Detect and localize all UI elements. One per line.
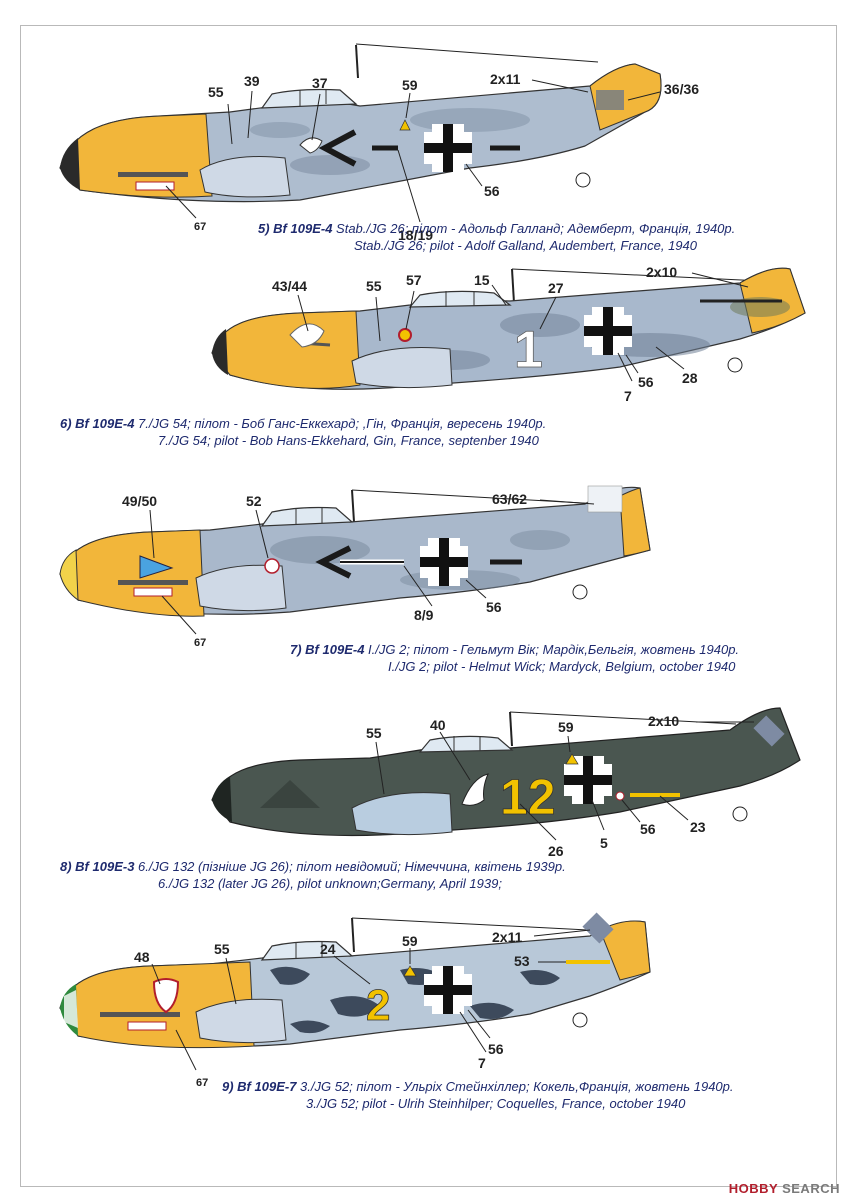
callout-9-24: 24	[320, 941, 336, 957]
callout-6-28: 28	[682, 370, 698, 386]
caption-8-en: 6./JG 132 (later JG 26), pilot unknown;G…	[158, 876, 502, 891]
callout-7-63-62: 63/62	[492, 491, 527, 507]
callout-9-56: 56	[488, 1041, 504, 1057]
callout-7-49-50: 49/50	[122, 493, 157, 509]
balkenkreuz-7	[420, 538, 468, 586]
caption-5-number: 5) Bf 109E-4	[258, 221, 333, 236]
aircraft-profile-8: 12 55 40 59 2x10 26 5 56 23	[211, 707, 801, 859]
callout-6-7: 7	[624, 388, 632, 404]
callout-5-59: 59	[402, 77, 418, 93]
callout-6-15: 15	[474, 272, 490, 288]
callout-6-2x10: 2x10	[646, 264, 677, 280]
callout-8-59: 59	[558, 719, 574, 735]
balkenkreuz-8	[564, 756, 612, 804]
callout-7-56: 56	[486, 599, 502, 615]
callout-6-27: 27	[548, 280, 564, 296]
callout-8-56: 56	[640, 821, 656, 837]
caption-6: 6) Bf 109E-4 7./JG 54; пілот - Боб Ганс-…	[60, 415, 546, 449]
watermark: HOBBY SEARCH	[729, 1181, 840, 1196]
balkenkreuz-6	[584, 307, 632, 355]
fuselage-number-9: 2	[366, 981, 390, 1030]
caption-6-number: 6) Bf 109E-4	[60, 416, 135, 431]
aircraft-profile-6: 1 43/44 55 57 15 27 2x10 7 56 28	[211, 264, 806, 404]
callout-8-5: 5	[600, 835, 608, 851]
callout-8-55: 55	[366, 725, 382, 741]
caption-5-en: Stab./JG 26; pilot - Adolf Galland, Aude…	[354, 238, 698, 253]
callout-5-56: 56	[484, 183, 500, 199]
callout-7-8-9: 8/9	[414, 607, 434, 623]
caption-7-number: 7) Bf 109E-4	[290, 642, 365, 657]
fuselage-number-8: 12	[500, 769, 556, 825]
caption-7: 7) Bf 109E-4 I./JG 2; пілот - Гельмут Ві…	[290, 641, 739, 675]
caption-6-en: 7./JG 54; pilot - Bob Hans-Ekkehard, Gin…	[158, 433, 539, 448]
callout-5-39: 39	[244, 73, 260, 89]
watermark-brand-a: HOBBY	[728, 1181, 778, 1196]
aircraft-profile-7: 49/50 52 63/62 67 8/9 56	[59, 485, 651, 649]
watermark-brand-b: SEARCH	[782, 1181, 840, 1196]
callout-5-37: 37	[312, 75, 328, 91]
caption-9-ua: 3./JG 52; пілот - Ульріх Стейнхіллер; Ко…	[300, 1079, 734, 1094]
callout-9-55: 55	[214, 941, 230, 957]
aircraft-profile-5: 55 39 37 59 2x11 36/36 67 18/19 56	[59, 43, 699, 243]
callout-5-55: 55	[208, 84, 224, 100]
caption-6-ua: 7./JG 54; пілот - Боб Ганс-Еккехард; ,Гі…	[138, 416, 547, 431]
callout-8-40: 40	[430, 717, 446, 733]
callout-7-52: 52	[246, 493, 262, 509]
callout-8-23: 23	[690, 819, 706, 835]
callout-5-2x11: 2x11	[490, 71, 521, 87]
caption-7-en: I./JG 2; pilot - Helmut Wick; Mardyck, B…	[388, 659, 736, 674]
callout-9-53: 53	[514, 953, 530, 969]
callout-6-43-44: 43/44	[272, 278, 307, 294]
balkenkreuz-5	[424, 124, 472, 172]
callout-9-48: 48	[134, 949, 150, 965]
caption-7-ua: I./JG 2; пілот - Гельмут Вік; Мардік,Бел…	[368, 642, 740, 657]
fuselage-number-6: 1	[514, 321, 543, 379]
callout-5-36-36: 36/36	[664, 81, 699, 97]
caption-8: 8) Bf 109E-3 6./JG 132 (пізніше JG 26); …	[60, 858, 566, 892]
callout-7-67: 67	[194, 637, 206, 649]
callout-9-59: 59	[402, 933, 418, 949]
caption-8-ua: 6./JG 132 (пізніше JG 26); пілот невідом…	[138, 859, 566, 874]
aircraft-profile-9: 2 48 55 24 59 2x11 53 7 56 67	[59, 912, 651, 1089]
caption-5-ua: Stab./JG 26; пілот - Адольф Галланд; Аде…	[336, 221, 736, 236]
callout-5-18-19: 18/19	[398, 227, 433, 243]
callout-6-57: 57	[406, 272, 422, 288]
balkenkreuz-9	[424, 966, 472, 1014]
callout-9-7: 7	[478, 1055, 486, 1071]
caption-8-number: 8) Bf 109E-3	[60, 859, 135, 874]
caption-9-en: 3./JG 52; pilot - Ulrih Steinhilper; Coq…	[306, 1096, 686, 1111]
callout-6-55: 55	[366, 278, 382, 294]
callout-6-56: 56	[638, 374, 654, 390]
caption-9: 9) Bf 109E-7 3./JG 52; пілот - Ульріх Ст…	[222, 1078, 734, 1112]
callout-8-2x10: 2x10	[648, 713, 679, 729]
callout-8-26: 26	[548, 843, 564, 859]
callout-9-67: 67	[196, 1077, 208, 1089]
caption-5: 5) Bf 109E-4 Stab./JG 26; пілот - Адольф…	[258, 220, 735, 254]
caption-9-number: 9) Bf 109E-7	[222, 1079, 297, 1094]
callout-5-67: 67	[194, 221, 206, 233]
callout-9-2x11: 2x11	[492, 929, 523, 945]
